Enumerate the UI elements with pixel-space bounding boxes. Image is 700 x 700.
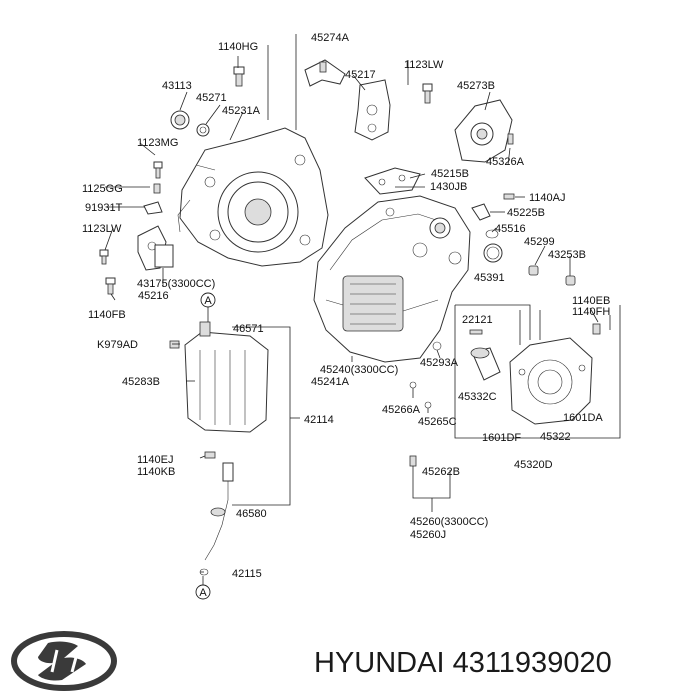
brand-part-number: HYUNDAI 4311939020 <box>314 647 612 679</box>
label-45225B: 45225B <box>507 207 545 219</box>
label-1123MG: 1123MG <box>137 137 178 149</box>
label-45266A: 45266A <box>382 404 421 416</box>
label-45326A: 45326A <box>486 156 525 168</box>
label-1601DF: 1601DF <box>482 432 521 444</box>
bolt-45262B <box>409 455 417 467</box>
bell-housing <box>177 127 329 267</box>
label-45260: 45260(3300CC) <box>410 516 488 528</box>
ring-45265C <box>424 401 432 409</box>
label-46580: 46580 <box>236 508 267 520</box>
label-1123LW-top: 1123LW <box>404 59 444 71</box>
label-43113: 43113 <box>162 80 192 92</box>
label-45260J: 45260J <box>410 529 446 541</box>
label-42115: 42115 <box>232 568 262 580</box>
bracket-45274A <box>304 59 346 87</box>
parts-artwork <box>99 59 601 576</box>
label-45216: 45216 <box>138 290 169 302</box>
label-45283B: 45283B <box>122 376 160 388</box>
mount-bracket-45217 <box>354 79 391 141</box>
label-43253B: 43253B <box>548 249 586 261</box>
label-45215B: 45215B <box>431 168 469 180</box>
label-45322: 45322 <box>540 431 571 443</box>
ring-45266A <box>409 381 417 389</box>
label-1140AJ: 1140AJ <box>529 192 566 204</box>
bolt-1123LW-top <box>422 83 433 104</box>
label-45262B: 45262B <box>422 466 460 478</box>
plug-45299 <box>528 265 539 276</box>
label-1140EJ: 1140EJ <box>137 454 174 466</box>
label-45240: 45240(3300CC) <box>320 364 398 376</box>
label-1125GG: 1125GG <box>82 183 123 195</box>
label-45320D: 45320D <box>514 459 553 471</box>
label-1140FH: 1140FH <box>572 306 610 318</box>
part-labels: 1140HG 45274A 43113 45271 45231A 45217 1… <box>82 32 610 580</box>
label-45231A: 45231A <box>222 105 261 117</box>
label-1140FB: 1140FB <box>88 309 126 321</box>
leader-lines <box>104 34 621 585</box>
label-1140HG: 1140HG <box>218 41 258 53</box>
label-45271: 45271 <box>196 92 227 104</box>
o-ring-45516 <box>485 229 499 239</box>
bolt-1140FB <box>105 277 116 295</box>
label-43175: 43175(3300CC) <box>137 278 215 290</box>
reference-marker-top-text: A <box>204 295 212 307</box>
bolt-1123LW-left <box>99 249 109 265</box>
label-1430JB: 1430JB <box>430 181 467 193</box>
label-42114: 42114 <box>304 414 334 426</box>
plate-45215B <box>364 167 421 195</box>
label-45273B: 45273B <box>457 80 495 92</box>
label-45332C: 45332C <box>458 391 497 403</box>
clip-91931T <box>143 201 163 215</box>
seal-43113 <box>170 110 190 130</box>
bracket-45225B <box>471 203 491 221</box>
label-1123LW-left: 1123LW <box>82 223 122 235</box>
bolt-1140AJ <box>503 193 515 200</box>
bolt-45326A <box>507 133 514 145</box>
label-45274A: 45274A <box>311 32 350 44</box>
label-46571: 46571 <box>233 323 264 335</box>
label-91931T: 91931T <box>85 202 123 214</box>
ring-45293A <box>432 341 442 351</box>
label-1601DA: 1601DA <box>563 412 603 424</box>
bolt-1140HG <box>233 66 245 87</box>
bolt-1140EB <box>592 323 601 335</box>
label-45516: 45516 <box>495 223 526 235</box>
side-cover-45322 <box>509 337 593 425</box>
reference-marker-bottom: A <box>195 584 211 600</box>
label-45391: 45391 <box>474 272 505 284</box>
plug-K979AD <box>169 340 180 349</box>
label-22121: 22121 <box>462 314 493 326</box>
label-1140EB: 1140EB <box>572 295 610 307</box>
label-45293A: 45293A <box>420 357 459 369</box>
hyundai-logo-icon <box>11 631 117 691</box>
bolt-1123MG <box>153 161 163 179</box>
cover-45273B <box>454 99 513 163</box>
label-45241A: 45241A <box>311 376 350 388</box>
label-45299: 45299 <box>524 236 555 248</box>
bolt-1140EJ <box>204 451 216 459</box>
seal-45332C <box>470 347 501 381</box>
plug-43253B <box>565 275 576 286</box>
reference-marker-top: A <box>200 292 216 308</box>
dipstick-46580 <box>204 462 234 561</box>
bolt-1125GG <box>153 183 161 194</box>
label-1140KB: 1140KB <box>137 466 175 478</box>
oil-pan-45283B <box>184 321 269 433</box>
label-K979AD: K979AD <box>97 339 138 351</box>
seal-45271 <box>196 123 210 137</box>
transmission-case <box>313 195 471 363</box>
o-ring-45391 <box>483 243 503 263</box>
label-45217: 45217 <box>345 69 376 81</box>
reference-marker-bottom-text: A <box>199 587 207 599</box>
pin-22121 <box>469 329 483 335</box>
block-43175 <box>154 244 174 268</box>
label-45265C: 45265C <box>418 416 457 428</box>
